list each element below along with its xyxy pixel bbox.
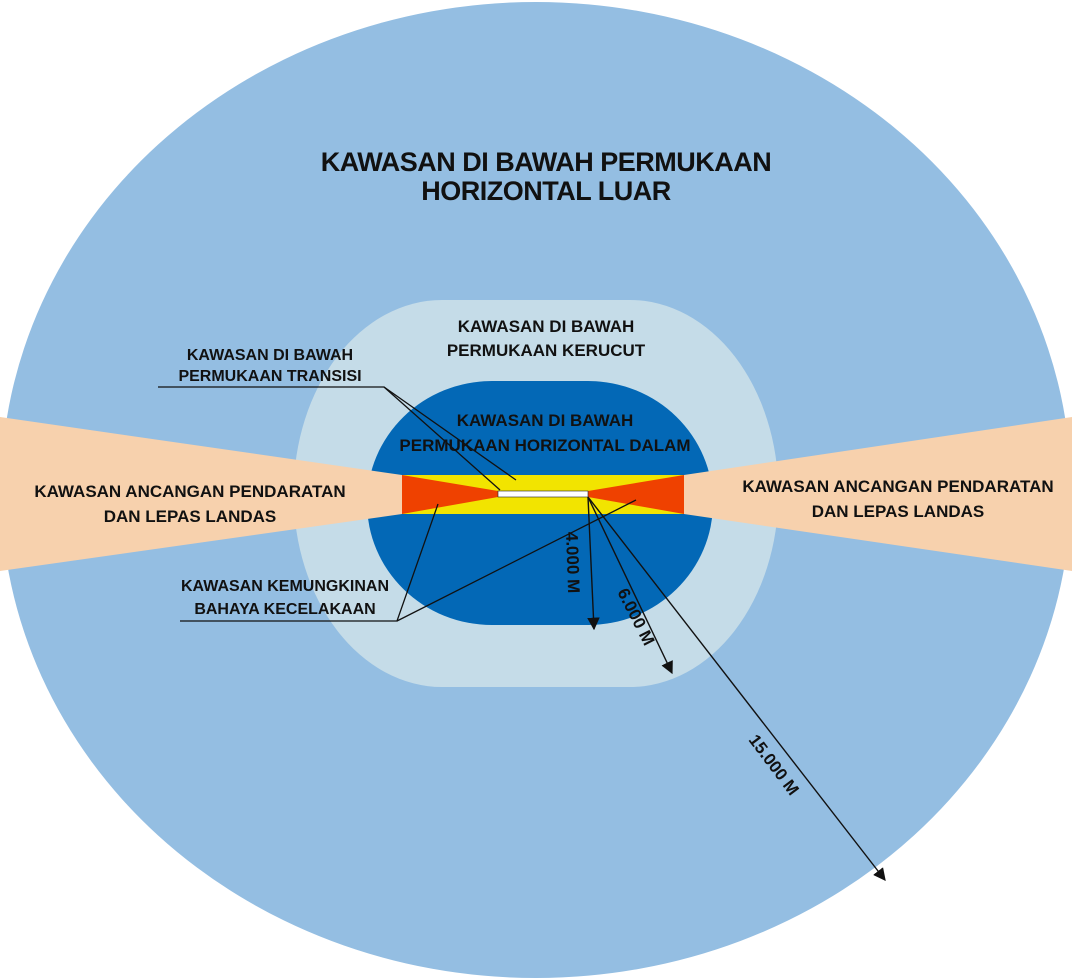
distance-label-inner: 4.000 M (562, 531, 583, 593)
conical-label-line1: KAWASAN DI BAWAH (458, 317, 635, 336)
transition-leader-line-2 (383, 386, 501, 491)
transition-label-line2: PERMUKAAN TRANSISI (178, 368, 361, 385)
approach-right-label-line2: DAN LEPAS LANDAS (812, 502, 985, 521)
approach-zone-left (0, 417, 402, 571)
distance-arrow-inner (587, 496, 600, 631)
approach-zone-right (684, 417, 1072, 571)
transition-label-line1: KAWASAN DI BAWAH (187, 347, 353, 364)
distance-arrow-outer (587, 496, 886, 881)
distance-arrow-conical (587, 496, 673, 675)
outer-horizontal-label-line2: HORIZONTAL LUAR (421, 176, 670, 206)
hazard-label-line1: KAWASAN KEMUNGKINAN (181, 578, 389, 595)
accident-hazard-zone-right (588, 475, 684, 514)
hazard-label-line2: BAHAYA KECELAKAAN (194, 601, 375, 618)
inner-horizontal-label-line1: KAWASAN DI BAWAH (457, 411, 634, 430)
hazard-leader-line-2 (396, 499, 637, 622)
inner-horizontal-label-line2: PERMUKAAN HORIZONTAL DALAM (399, 436, 690, 455)
conical-label-line2: PERMUKAAN KERUCUT (447, 341, 646, 360)
approach-left-label-line1: KAWASAN ANCANGAN PENDARATAN (34, 482, 345, 501)
approach-right-label-line1: KAWASAN ANCANGAN PENDARATAN (742, 477, 1053, 496)
runway (497, 490, 589, 498)
accident-hazard-zone-left (402, 475, 498, 514)
approach-left-label-line2: DAN LEPAS LANDAS (104, 507, 277, 526)
outer-horizontal-label-line1: KAWASAN DI BAWAH PERMUKAAN (321, 147, 772, 177)
